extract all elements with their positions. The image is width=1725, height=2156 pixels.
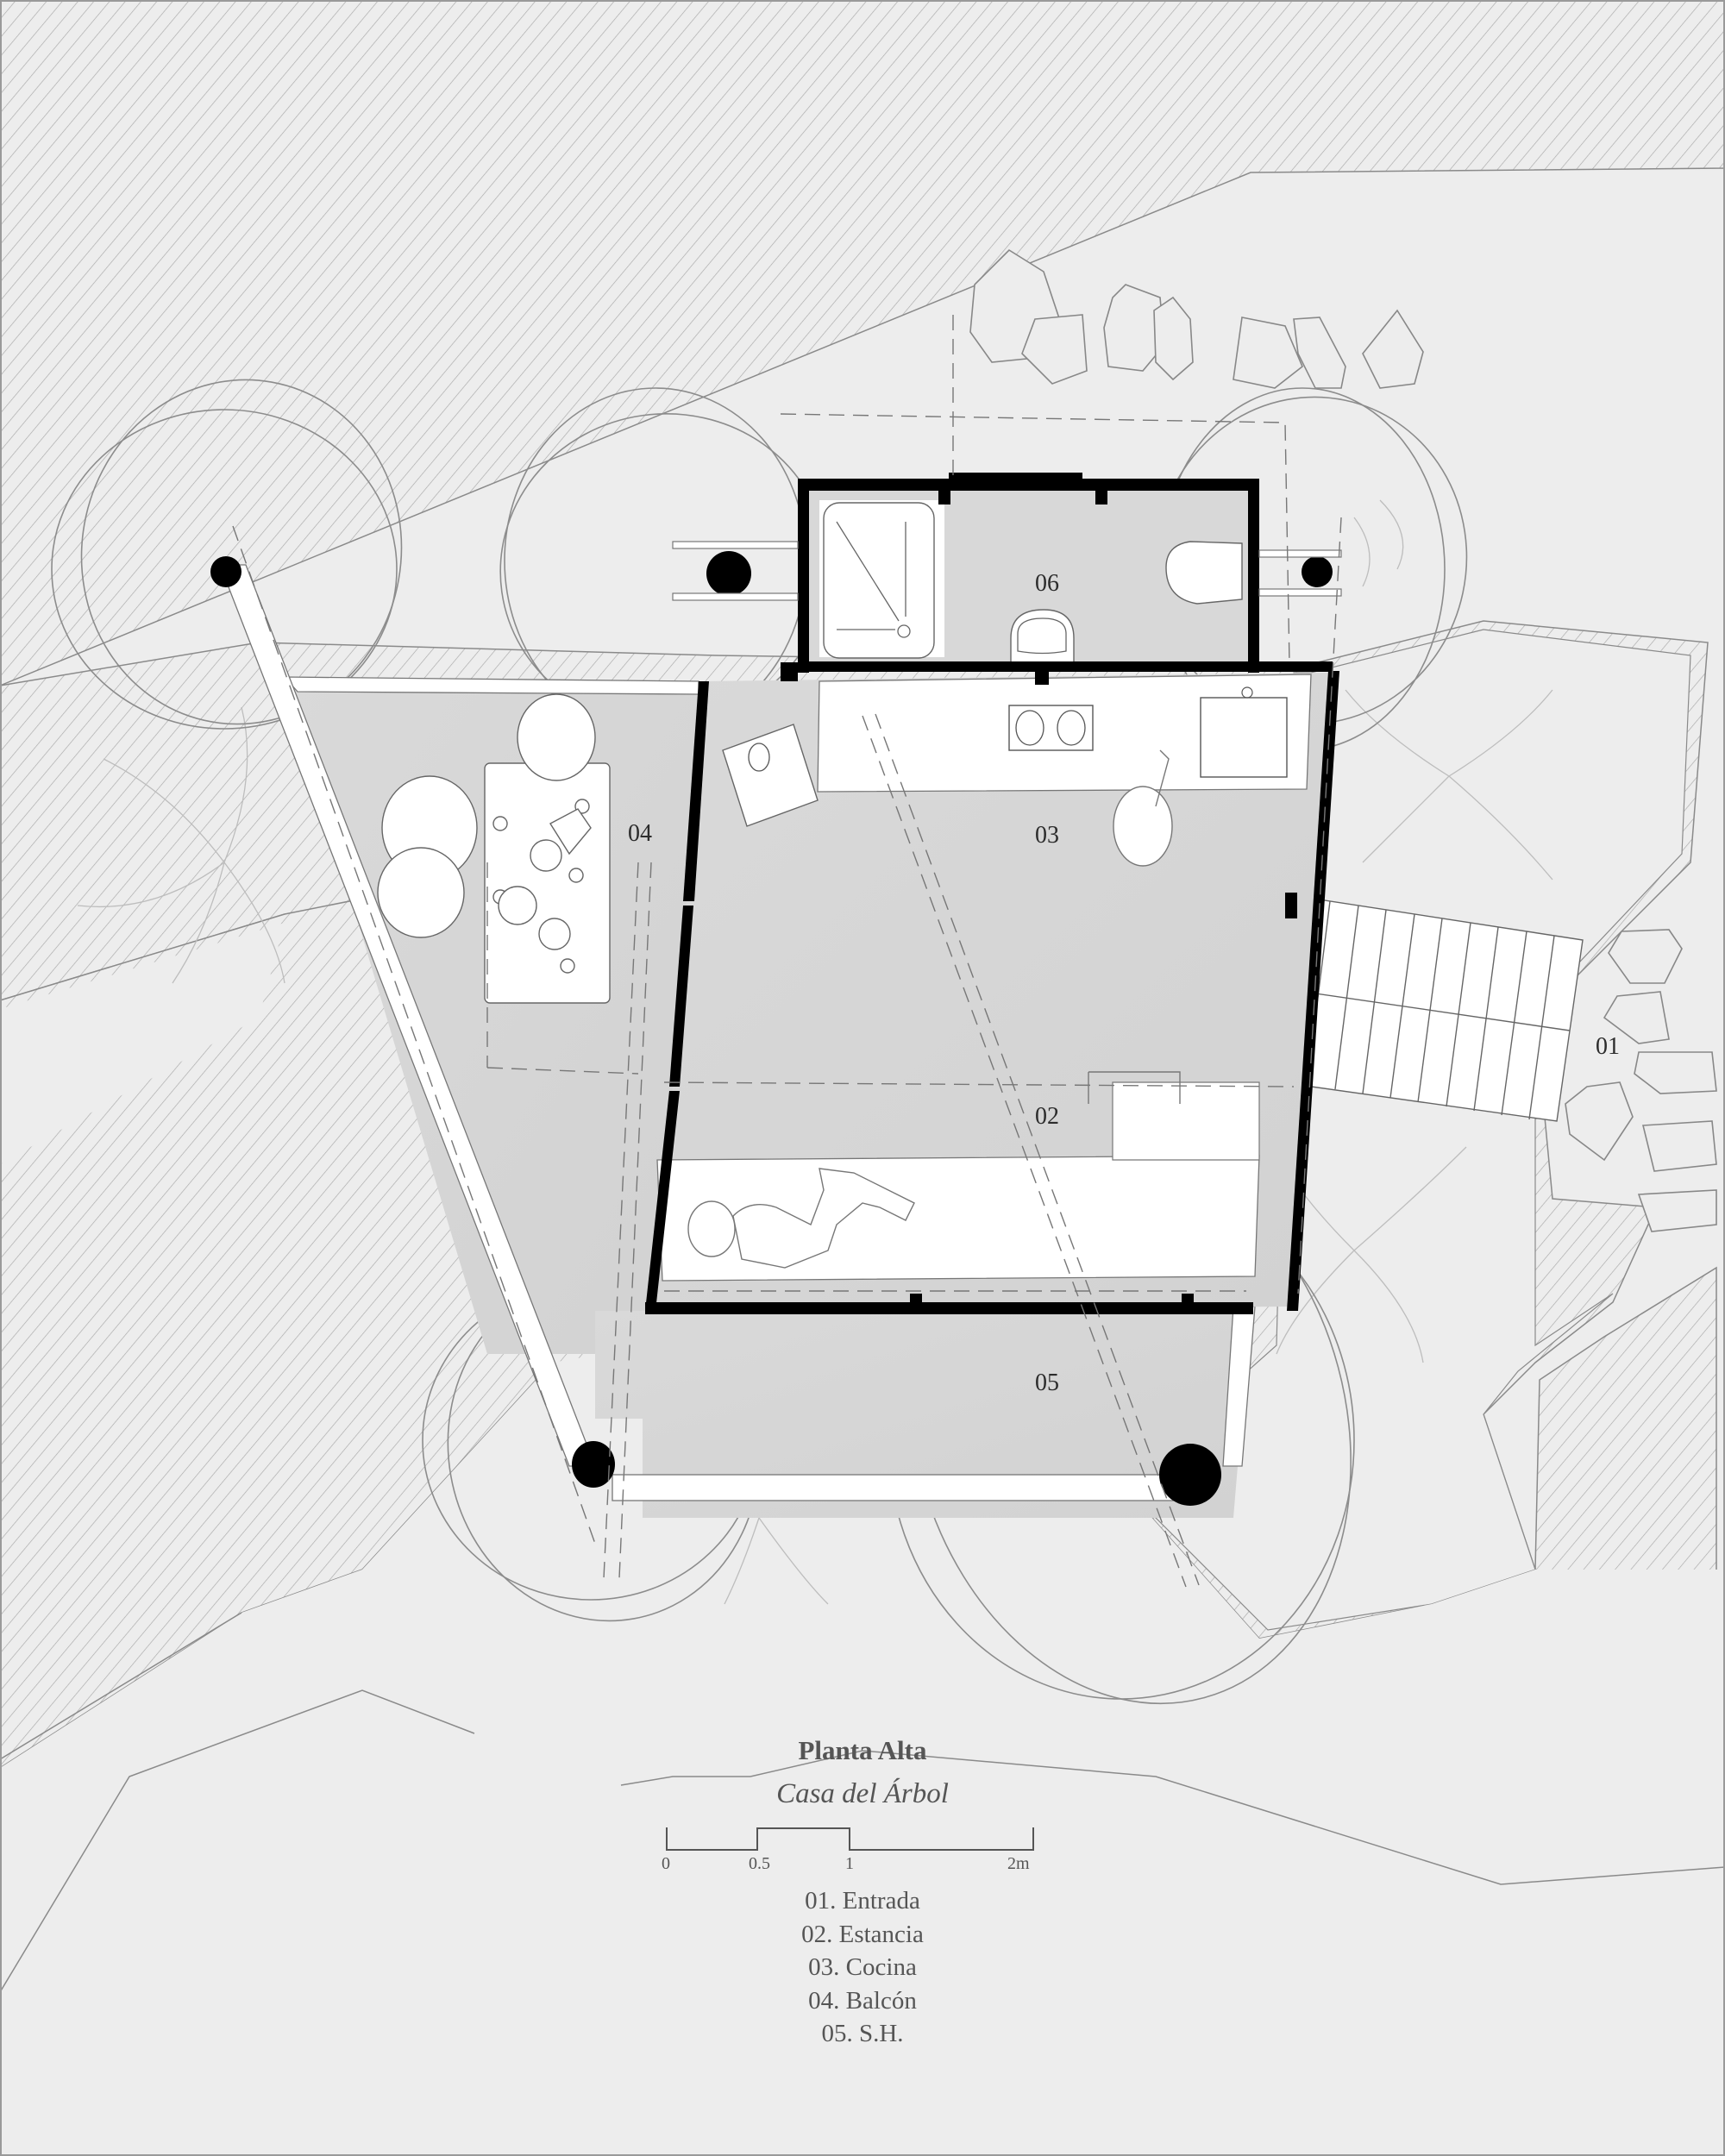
legend-item: 05. S.H.: [821, 2020, 904, 2047]
legend-item: 03. Cocina: [808, 1953, 917, 1981]
room-label-03: 03: [1035, 822, 1059, 849]
room-labels: 01 02 03 04 05 06: [628, 570, 1620, 1396]
person-figure-left-2: [377, 847, 465, 938]
drawing-subtitle: Casa del Árbol: [776, 1778, 949, 1809]
scale-bar: [666, 1827, 1034, 1851]
room-label-02: 02: [1035, 1103, 1059, 1130]
legend-item: 04. Balcón: [808, 1986, 917, 2015]
person-lying-figure: [687, 1168, 915, 1269]
scale-bar-labels: 0 0.5 1 2m: [0, 1854, 1725, 1880]
shower-tray: [823, 502, 935, 659]
room-legend: 01. Entrada 02. Estancia 03. Cocina 04. …: [0, 1884, 1725, 2051]
room-label-06: 06: [1035, 570, 1059, 597]
toilet: [1165, 541, 1243, 605]
appliance: [722, 724, 819, 827]
legend-item: 02. Estancia: [801, 1920, 924, 1948]
person-figure-top: [517, 693, 596, 781]
washbasin: [1010, 609, 1075, 667]
scale-tick-0: 0: [662, 1854, 670, 1873]
terrain-contours: [0, 1612, 1725, 1993]
column-ne: [210, 556, 242, 587]
grid-lines: [232, 315, 1342, 1588]
deck-05: [595, 1306, 1256, 1518]
legend-item: 01. Entrada: [805, 1887, 920, 1915]
columns: [210, 551, 1333, 1506]
beams: [672, 541, 1342, 601]
entrance-stair: [1280, 896, 1584, 1122]
room-label-05: 05: [1035, 1369, 1059, 1396]
dining-set: [377, 693, 611, 1004]
scale-tick-0-5: 0.5: [749, 1854, 770, 1873]
room-label-01: 01: [1596, 1033, 1620, 1060]
bathroom: [802, 483, 1255, 667]
scale-tick-2m: 2m: [1007, 1854, 1030, 1873]
walls: [645, 473, 1339, 1314]
scale-tick-1: 1: [845, 1854, 854, 1873]
sink: [1200, 697, 1288, 778]
stepping-stones: [969, 248, 1717, 1232]
interior: [656, 673, 1333, 1311]
room-label-04: 04: [628, 820, 652, 847]
dining-table: [484, 762, 611, 1004]
person-cooking-figure: [1113, 786, 1173, 867]
cooktop: [1008, 705, 1094, 751]
drawing-title: Planta Alta: [798, 1735, 927, 1765]
